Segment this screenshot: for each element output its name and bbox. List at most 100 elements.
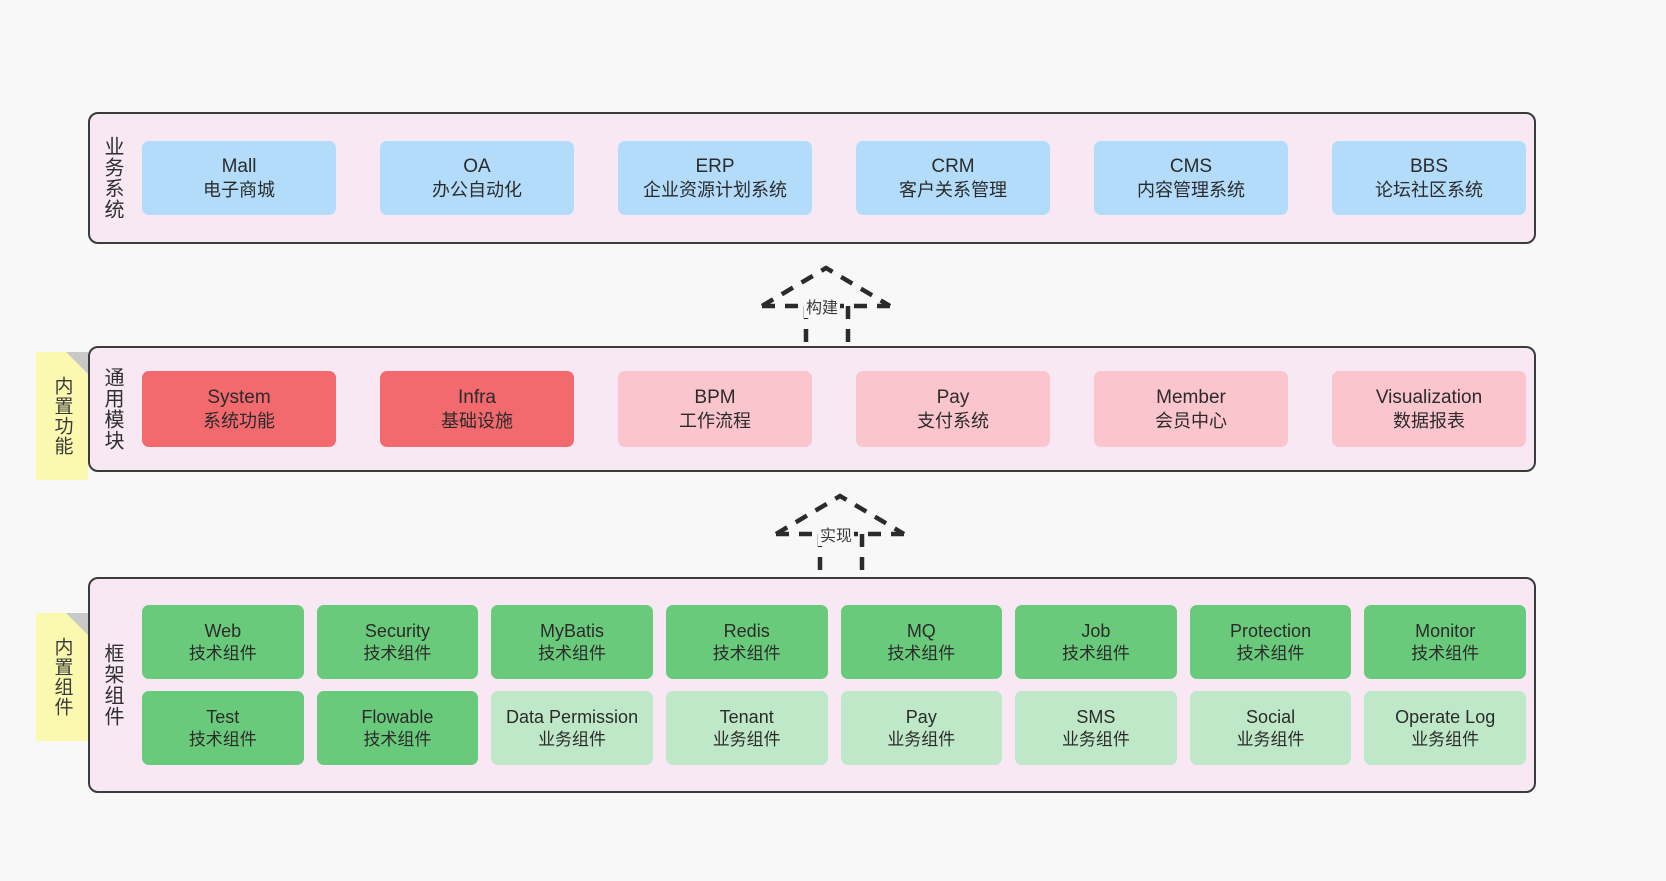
card-title-cn: 技术组件 — [363, 729, 432, 749]
card-title-cn: 会员中心 — [1155, 410, 1227, 431]
card-title-cn: 技术组件 — [887, 643, 956, 663]
card-title-en: Infra — [457, 386, 497, 408]
card-title-en: SMS — [1076, 707, 1116, 728]
card-title-en: Web — [204, 621, 242, 642]
card-title-cn: 论坛社区系统 — [1375, 179, 1483, 200]
card-title-en: Security — [364, 621, 430, 642]
card-title-cn: 业务组件 — [1236, 729, 1305, 749]
card-title-cn: 技术组件 — [1411, 643, 1480, 663]
card-title-cn: 业务组件 — [1411, 729, 1480, 749]
card-title-en: Flowable — [361, 707, 434, 728]
common-modules-band-label: 通用模块 — [101, 367, 123, 451]
card-title-en: Operate Log — [1395, 707, 1496, 728]
card-title-cn: 内容管理系统 — [1137, 179, 1245, 200]
card-title-cn: 技术组件 — [1061, 643, 1130, 663]
card-title-cn: 技术组件 — [538, 643, 607, 663]
sticky-builtin-components-label: 内置组件 — [51, 637, 73, 717]
connector-implement: 实现 — [758, 488, 938, 574]
card-title-en: Tenant — [719, 707, 774, 728]
card-title-cn: 业务组件 — [712, 729, 781, 749]
card-title-en: System — [207, 386, 271, 408]
card-title-cn: 办公自动化 — [432, 179, 522, 200]
card-title-en: ERP — [695, 155, 735, 177]
card-title-cn: 技术组件 — [188, 729, 257, 749]
card-title-en: Member — [1156, 386, 1226, 408]
sticky-builtin-features: 内置功能 — [36, 352, 88, 480]
card-title-en: MQ — [906, 621, 936, 642]
sticky-fold-corner — [66, 352, 88, 374]
connector-build: 构建 — [744, 258, 924, 348]
card-title-en: CMS — [1169, 155, 1213, 177]
card-title-en: Test — [206, 707, 240, 728]
card-title-cn: 系统功能 — [203, 410, 275, 431]
connector-build-label: 构建 — [804, 294, 841, 318]
card-title-cn: 数据报表 — [1393, 410, 1465, 431]
card-title-cn: 业务组件 — [1061, 729, 1130, 749]
card-title-cn: 电子商城 — [203, 179, 275, 200]
card-title-en: Redis — [723, 621, 770, 642]
card-title-en: Visualization — [1375, 386, 1483, 408]
card-title-en: MyBatis — [540, 621, 605, 642]
connector-implement-label: 实现 — [818, 522, 855, 546]
card-title-cn: 企业资源计划系统 — [643, 179, 787, 200]
framework-components-band-label: 框架组件 — [101, 643, 123, 727]
card-title-cn: 工作流程 — [679, 410, 751, 431]
card-title-cn: 技术组件 — [712, 643, 781, 663]
card-title-en: Monitor — [1415, 621, 1476, 642]
card-title-en: CRM — [931, 155, 975, 177]
card-title-en: Pay — [936, 386, 970, 408]
card-title-cn: 技术组件 — [188, 643, 257, 663]
sticky-builtin-components: 内置组件 — [36, 613, 88, 741]
sticky-fold-corner — [66, 613, 88, 635]
sticky-builtin-features-label: 内置功能 — [51, 376, 73, 456]
card-title-en: Social — [1246, 707, 1296, 728]
card-title-en: BPM — [694, 386, 736, 408]
card-title-en: OA — [463, 155, 491, 177]
card-title-cn: 业务组件 — [538, 729, 607, 749]
card-title-en: Pay — [905, 707, 937, 728]
card-title-cn: 业务组件 — [887, 729, 956, 749]
card-title-cn: 技术组件 — [1236, 643, 1305, 663]
business-systems-band-label: 业务系统 — [101, 136, 123, 220]
card-title-cn: 客户关系管理 — [899, 179, 1007, 200]
card-title-en: Protection — [1230, 621, 1312, 642]
card-title-cn: 技术组件 — [363, 643, 432, 663]
